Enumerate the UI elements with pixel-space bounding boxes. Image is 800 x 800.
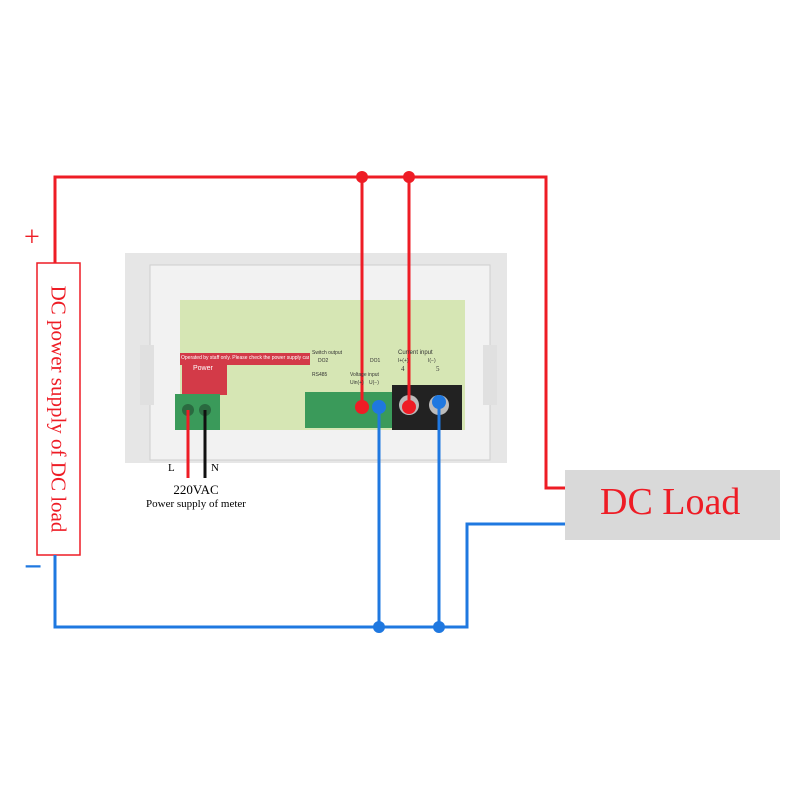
junction-dot — [356, 171, 368, 183]
terminal-dot — [372, 400, 386, 414]
l-label: L — [168, 462, 175, 474]
junction-dot — [433, 621, 445, 633]
current-pin-5: 5 — [436, 365, 440, 373]
plus-sign: + — [24, 222, 40, 253]
switch-group-do1: DO1 — [370, 358, 381, 364]
junction-dot — [403, 171, 415, 183]
current-input-label: Current input — [398, 350, 433, 356]
terminal-dot — [355, 400, 369, 414]
dc-source-box — [36, 262, 81, 556]
negative-wire — [53, 522, 565, 629]
power-terminal — [175, 394, 220, 430]
rs485-terminal — [305, 392, 350, 428]
dc-source-label: DC power supply of DC load — [46, 285, 71, 533]
positive-wire — [53, 175, 565, 490]
terminal-dot — [432, 395, 446, 409]
voltage-input-label: Voltage input — [350, 372, 379, 378]
n-label: N — [211, 462, 219, 474]
current-col-plus: I+(+) — [398, 358, 409, 364]
current-pin-4: 4 — [401, 365, 405, 373]
voltage-label: 220VAC — [173, 482, 219, 497]
power-block-title: Power — [193, 365, 213, 372]
meter-clip-right — [483, 345, 497, 405]
minus-sign: − — [24, 548, 43, 584]
voltage-col-minus: U(−) — [369, 380, 379, 386]
switch-group-do2: DO2 — [318, 358, 329, 364]
voltage-col-plus: Uin(+) — [350, 380, 364, 386]
terminal-dot — [402, 400, 416, 414]
meter-supply-caption: Power supply of meter — [146, 498, 246, 510]
warning-strip — [180, 353, 310, 365]
dc-load-box — [565, 470, 780, 540]
power-block-label — [182, 365, 227, 395]
switch-output-label: Switch output — [312, 350, 343, 356]
meter-clip-left — [140, 345, 154, 405]
warning-text: Operated by staff only. Please check the… — [181, 355, 309, 361]
current-col-minus: I(−) — [428, 358, 436, 364]
dc-load-label: DC Load — [600, 481, 741, 523]
rs485-label: RS485 — [312, 372, 328, 378]
junction-dot — [373, 621, 385, 633]
